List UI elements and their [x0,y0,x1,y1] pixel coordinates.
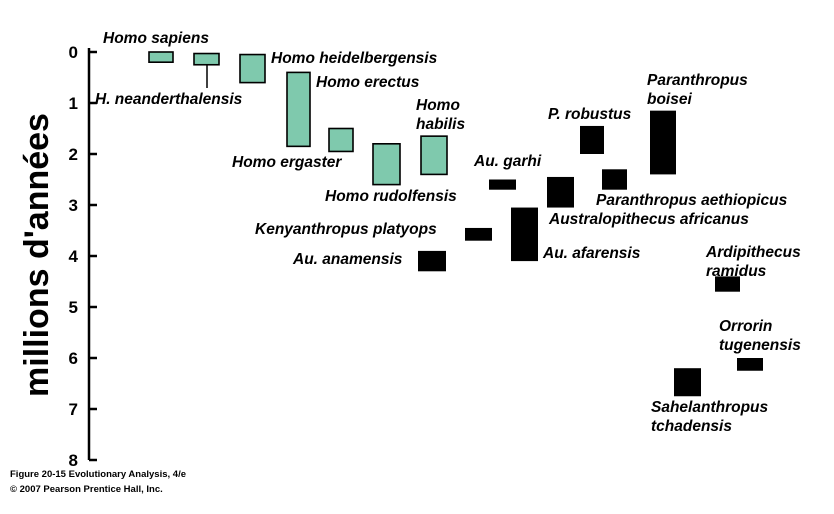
y-axis: 0 1 2 3 4 5 6 7 8 [69,43,97,470]
species-bar [602,169,627,190]
species-labels: Homo sapiens H. neanderthalensis Homo heid… [95,30,801,435]
species-label: Au. garhi [473,153,542,170]
species-bar [286,71,311,148]
species-label: H. neanderthalensis [95,91,243,108]
species-bar [547,176,574,208]
species-bar [193,52,220,66]
species-bars [148,51,763,397]
copyright-caption: © 2007 Pearson Prentice Hall, Inc. [10,484,163,495]
species-bar [674,368,701,397]
species-label: Homo ergaster [232,154,342,171]
species-bar [715,276,740,292]
species-label: Homo rudolfensis [325,188,457,205]
y-tick-label: 2 [69,145,78,164]
species-label: Homo sapiens [103,30,209,47]
y-tick-label: 1 [69,94,78,113]
figure-caption: Figure 20-15 Evolutionary Analysis, 4/e [10,469,186,480]
y-tick-label: 4 [69,247,79,266]
species-bar [239,53,266,84]
species-label: Paranthropus aethiopicus [596,192,788,209]
species-label: Australopithecus africanus [548,211,749,228]
species-label: Homo erectus [316,74,420,91]
species-bar [328,127,354,153]
species-bar [737,358,763,371]
species-bar [511,207,538,262]
species-bar [420,135,448,176]
species-label: Au. afarensis [542,245,641,262]
y-tick-label: 0 [69,43,78,62]
y-axis-label: millions d'années [18,113,56,397]
species-label: Homo heidelbergensis [271,50,438,67]
y-tick-label: 8 [69,451,78,470]
y-tick-label: 3 [69,196,78,215]
species-bar [465,227,492,241]
species-bar [489,179,516,190]
y-tick-label: 7 [69,400,78,419]
species-bar [580,125,604,154]
y-tick-label: 6 [69,349,78,368]
species-label: Kenyanthropus platyops [255,221,437,238]
species-label: P. robustus [548,106,632,123]
species-label: Au. anamensis [292,251,403,268]
species-bar [148,51,174,63]
species-bar [372,143,401,186]
species-bar [418,250,446,272]
species-bar [650,110,676,175]
y-tick-label: 5 [69,298,78,317]
